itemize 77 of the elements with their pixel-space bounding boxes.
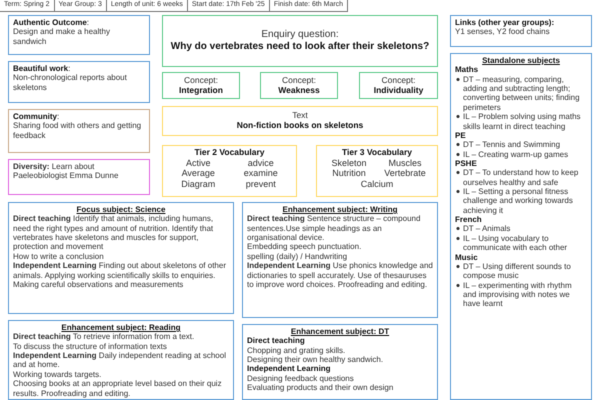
- vocabulary-card: [162, 145, 297, 197]
- vocabulary-word: prevent: [244, 178, 277, 189]
- card-label: Concept:: [380, 76, 417, 86]
- vocabulary-word: Active: [184, 158, 212, 168]
- enquiry-question: Why do vertebrates need to look after their skeletons?: [170, 41, 430, 53]
- text-card: [162, 106, 438, 136]
- vocabulary-word: Nutrition: [331, 168, 367, 179]
- card-text: To discuss the structure of information texts: [13, 342, 168, 352]
- card-value: Non-fiction books on skeletons: [236, 121, 364, 131]
- card-title: Enhancement subject: DT: [290, 327, 390, 336]
- card-text: Evaluating products and their own design: [247, 383, 394, 393]
- card-label: Text: [291, 111, 309, 121]
- beautiful-work-card: [8, 61, 150, 103]
- subject-card: [8, 320, 234, 400]
- subject-card: [242, 324, 438, 400]
- card-text: Chopping and grating skills.: [247, 346, 346, 356]
- card-text: Design and make a healthy sandwich: [13, 27, 111, 46]
- card-label: Concept:: [280, 76, 318, 86]
- card-text: How to write a conclusion: [13, 252, 105, 262]
- subject-card: [8, 202, 234, 314]
- vocabulary-word: Skeleton: [330, 158, 368, 168]
- concept-card: [260, 72, 338, 99]
- card-text: Direct teaching Sentence structure – compound sentences.Use simple headings as an organisational device.: [247, 214, 422, 242]
- subject-heading: Music: [455, 252, 479, 262]
- subject-heading: Maths: [455, 65, 480, 75]
- card-text: Sharing food with others and getting feedback: [13, 121, 142, 140]
- card-text: Y1 senses, Y2 food chains: [455, 27, 551, 37]
- card-title: Enhancement subject: Reading: [60, 323, 182, 332]
- card-text: Non-chronological reports about skeletons: [13, 73, 128, 92]
- card-text: Embedding speech punctuation.: [247, 242, 362, 252]
- card-text: Independent Learning Daily independent reading at school and at home.: [13, 351, 227, 370]
- diversity-card: [8, 159, 150, 195]
- card-text: Designing their own healthy sandwich.: [247, 355, 384, 364]
- vocabulary-word: Diagram: [180, 178, 216, 189]
- card-text: Independent Learning Use phonics knowledge and dictionaries to spell accurately. Use of thesauruses to improve word choices. Proofreading and editing.: [247, 261, 433, 290]
- card-title: Enhancement subject: Writing: [282, 205, 398, 214]
- community-card: [8, 109, 150, 153]
- enquiry-card: [162, 15, 438, 67]
- card-text: Direct teaching Identify that animals, including humans, need the right types and amount of nutrition. Identify that vertebrates have skeletons and muscles for support, protection and movement: [13, 214, 214, 252]
- concept-card: [359, 72, 438, 99]
- vocabulary-word: examine: [242, 168, 279, 179]
- concept-card: [162, 72, 240, 99]
- card-text: Choosing books at an appropriate level based on their quiz results. Proofreading and editing.: [13, 379, 223, 398]
- subjects-card: [450, 53, 592, 400]
- card-text: Working towards targets.: [13, 370, 102, 380]
- outcome-card: [8, 15, 150, 55]
- card-label: Enquiry question:: [260, 29, 340, 41]
- subject-heading: PE: [455, 130, 467, 140]
- card-heading: Links (other year groups):: [455, 18, 556, 28]
- card-text: spelling (daily) / Handwriting: [247, 252, 348, 262]
- vocabulary-word: Calcium: [360, 178, 394, 189]
- subject-heading: French: [455, 215, 482, 224]
- vocabulary-word: Average: [180, 168, 216, 179]
- subject-heading: Direct teaching: [247, 336, 306, 346]
- vocabulary-word: Vertebrate: [383, 168, 427, 179]
- card-heading: Beautiful work:: [13, 64, 72, 74]
- card-text: Independent Learning Finding out about skeletons of other animals. Applying working scientifically skills to enquiries. Making careful observations and measurements: [13, 261, 227, 290]
- card-value: Integration: [178, 86, 224, 96]
- card-label: Concept:: [182, 76, 220, 86]
- card-text: Diversity: Learn about Paeleobiologist Emma Dunne: [13, 162, 120, 181]
- vocabulary-word: advice: [246, 158, 275, 168]
- card-text: Designing feedback questions: [247, 374, 355, 384]
- subject-card: [242, 202, 438, 318]
- card-value: Individuality: [372, 86, 424, 96]
- card-title: Focus subject: Science: [76, 205, 166, 214]
- card-text: Direct teaching To retrieve information from a text.: [13, 332, 196, 342]
- card-heading: Community:: [13, 112, 60, 122]
- subject-heading: Independent Learning: [247, 364, 332, 374]
- card-title: Standalone subjects: [481, 56, 561, 66]
- vocabulary-card: [316, 145, 438, 197]
- links-card: [450, 15, 592, 47]
- card-value: Tier 2 Vocabulary: [193, 148, 266, 158]
- card-value: Weakness: [277, 86, 321, 96]
- vocabulary-word: Muscles: [387, 158, 422, 168]
- card-heading: Authentic Outcome:: [13, 18, 90, 28]
- subject-heading: PSHE: [455, 158, 478, 168]
- card-value: Tier 3 Vocabulary: [340, 148, 414, 158]
